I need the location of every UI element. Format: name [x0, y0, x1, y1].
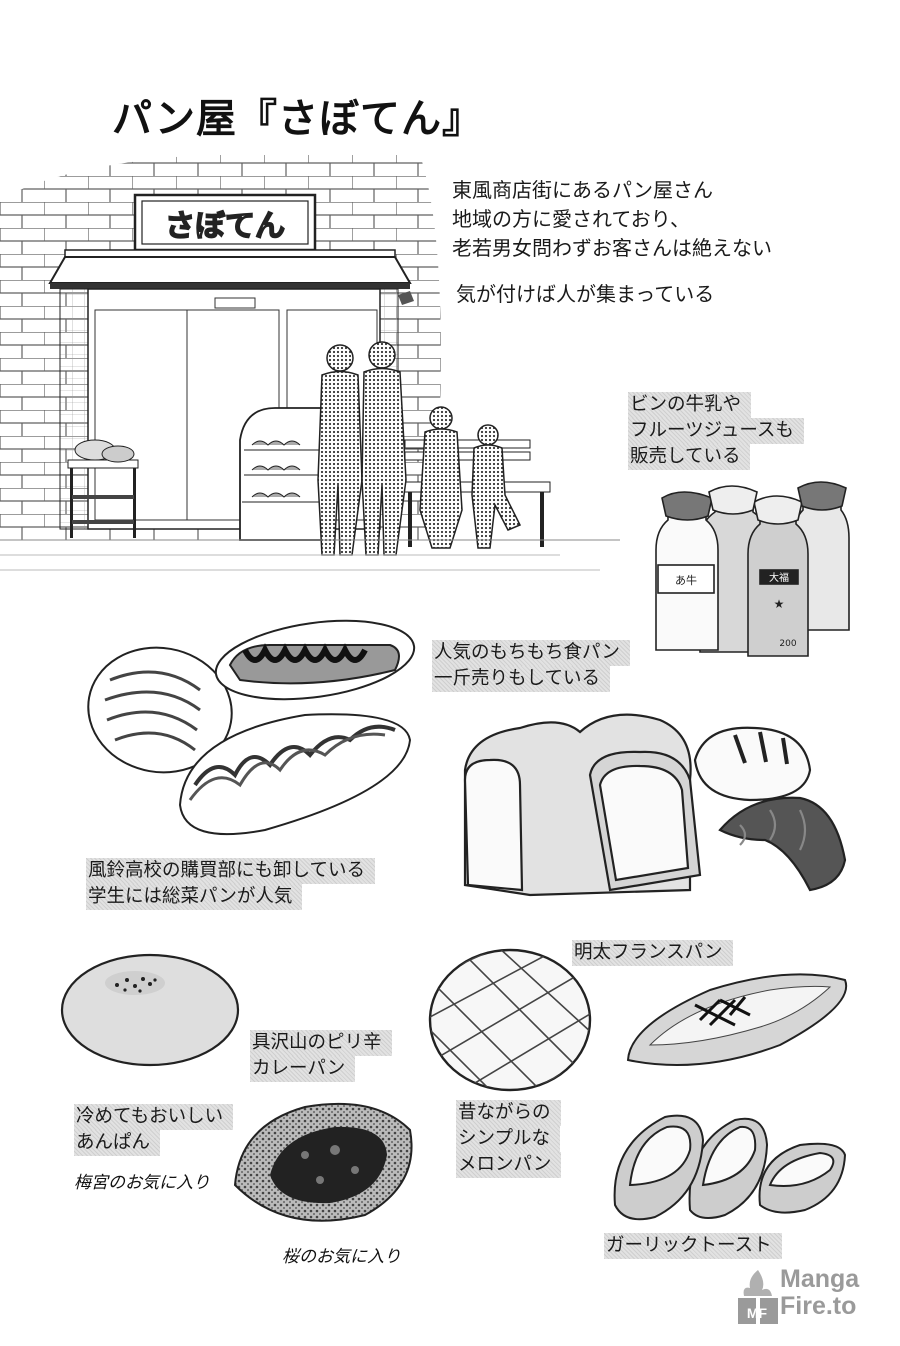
intro-note: 気が付けば人が集まっている [456, 282, 715, 306]
caption-garlic: ガーリックトースト [604, 1233, 782, 1259]
handnote-umemiya-favorite: 梅宮のお気に入り [74, 1173, 210, 1193]
handnote-sakura-favorite: 桜のお気に入り [282, 1247, 401, 1267]
star-icon: ★ [774, 597, 785, 611]
caption-melon: 昔ながらの シンプルな メロンパン [456, 1100, 562, 1178]
page-title: パン屋『さぼてん』 [112, 95, 483, 142]
shokupan-illustration [463, 713, 847, 897]
storefront-illustration: さぼてん [0, 155, 620, 571]
curry-pan-illustration [233, 1102, 413, 1222]
sozai-pan-illustration [87, 619, 416, 836]
shop-sign: さぼてん [133, 193, 317, 252]
bread-cart [67, 439, 139, 538]
intro-line: 老若男女問わずお客さんは絶えない [452, 236, 772, 260]
svg-text:MF: MF [747, 1305, 768, 1321]
caption-drinks: ビンの牛乳や フルーツジュースも 販売している [628, 392, 804, 470]
anpan-illustration [60, 953, 240, 1067]
bottle-label-left: あ牛 [675, 573, 697, 587]
caption-curry: 具沢山のピリ辛 カレーパン [250, 1030, 392, 1082]
caption-mentai: 明太フランスパン [572, 940, 733, 966]
intro-line: 東風商店街にあるパン屋さん [452, 178, 713, 202]
watermark-line2: Fire.to [780, 1292, 857, 1320]
shop-sign-text: さぼてん [165, 209, 285, 244]
display-case [239, 407, 331, 541]
mentai-france-illustration [626, 973, 848, 1066]
intro-line: 地域の方に愛されており、 [452, 207, 690, 231]
milk-bottles-illustration: あ牛 大福 ★ 200 [655, 481, 850, 657]
bottle-volume: 200 [779, 639, 796, 649]
garlic-toast-illustration [613, 1114, 847, 1221]
caption-school: 風鈴高校の購買部にも卸している 学生には総菜パンが人気 [86, 858, 375, 910]
bottle-label-center: 大福 [769, 571, 789, 584]
caption-anpan: 冷めてもおいしい あんぱん [74, 1104, 234, 1156]
intro-text: 東風商店街にあるパン屋さん 地域の方に愛されており、 老若男女問わずお客さんは絶… [452, 176, 772, 309]
melon-pan-illustration [428, 948, 592, 1092]
watermark: MF Manga Fire.to [736, 1264, 886, 1334]
mangafire-logo-icon: MF [738, 1270, 778, 1324]
caption-shokupan: 人気のもちもち食パン 一斤売りもしている [432, 640, 630, 692]
watermark-line1: Manga [780, 1265, 860, 1293]
customers [317, 341, 522, 556]
